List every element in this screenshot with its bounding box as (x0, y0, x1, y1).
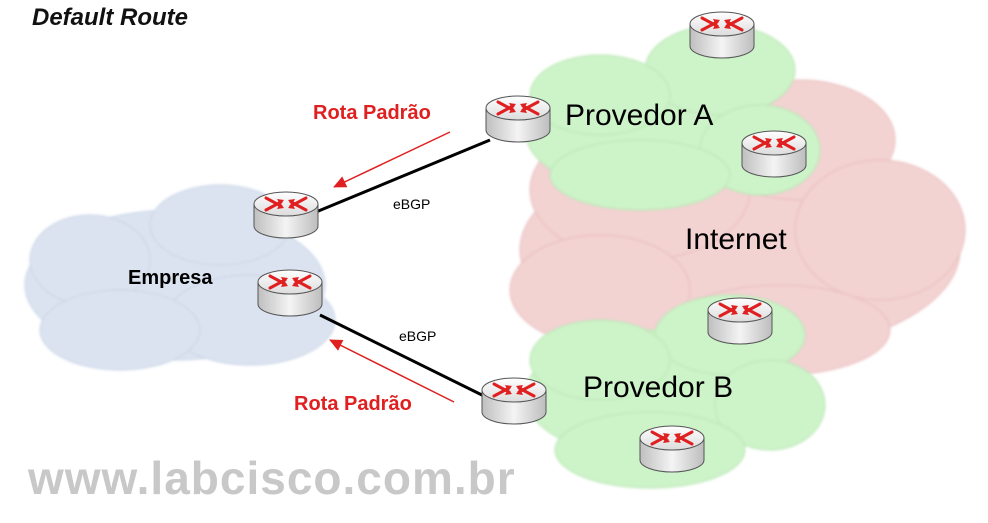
provedor-b-router-bottom-icon (638, 424, 706, 474)
provedor-a-cloud-icon (524, 24, 821, 211)
default-route-arrow-top-icon (333, 131, 451, 188)
watermark-url: www.labcisco.com.br (28, 452, 516, 504)
provedor-a-router-right-icon (740, 129, 808, 179)
default-route-arrow-bottom-icon (329, 339, 455, 403)
rota-padrao-top-label: Rota Padrão (313, 102, 431, 124)
empresa-cloud-icon (24, 184, 336, 371)
rota-padrao-bottom-label: Rota Padrão (294, 393, 412, 415)
internet-label: Internet (685, 223, 787, 256)
provedor-a-edge-router-icon (484, 94, 552, 144)
provedor-b-router-top-icon (706, 296, 774, 346)
ebgp-top-label: eBGP (393, 196, 431, 212)
empresa-label: Empresa (128, 267, 213, 289)
ebgp-link-top (315, 138, 491, 214)
empresa-router-bottom-icon (256, 268, 324, 318)
provedor-b-edge-router-icon (480, 376, 548, 426)
empresa-router-top-icon (252, 190, 320, 240)
diagram-title: Default Route (32, 4, 188, 31)
provedor-b-label: Provedor B (583, 371, 734, 404)
provedor-a-label: Provedor A (565, 99, 714, 132)
provedor-a-router-top-icon (688, 10, 756, 60)
ebgp-link-bottom (319, 313, 489, 400)
ebgp-bottom-label: eBGP (399, 328, 437, 344)
